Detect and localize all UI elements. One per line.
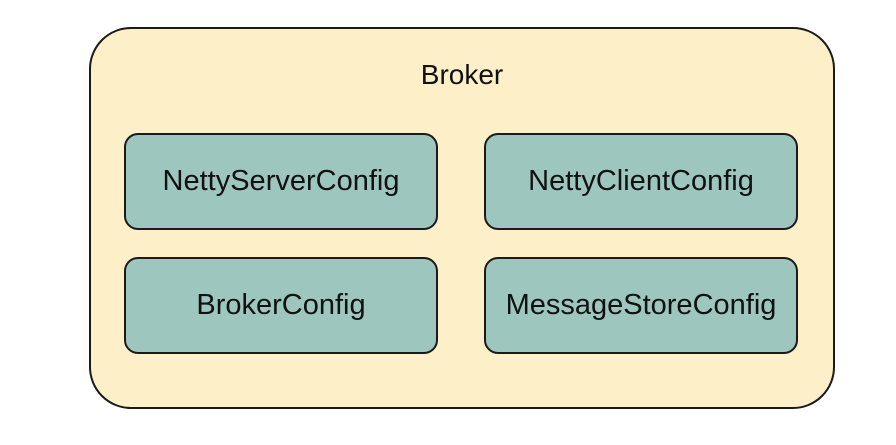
broker-config-box: BrokerConfig [124, 257, 438, 354]
netty-server-config-label: NettyServerConfig [162, 165, 400, 197]
message-store-config-label: MessageStoreConfig [505, 289, 777, 321]
broker-title: Broker [420, 59, 504, 90]
broker-config-label: BrokerConfig [196, 289, 366, 321]
netty-client-config-box: NettyClientConfig [484, 133, 798, 230]
broker-container: Broker NettyServerConfig NettyClientConf… [89, 27, 835, 409]
netty-client-config-label: NettyClientConfig [528, 165, 754, 197]
message-store-config-box: MessageStoreConfig [484, 257, 798, 354]
netty-server-config-box: NettyServerConfig [124, 133, 438, 230]
